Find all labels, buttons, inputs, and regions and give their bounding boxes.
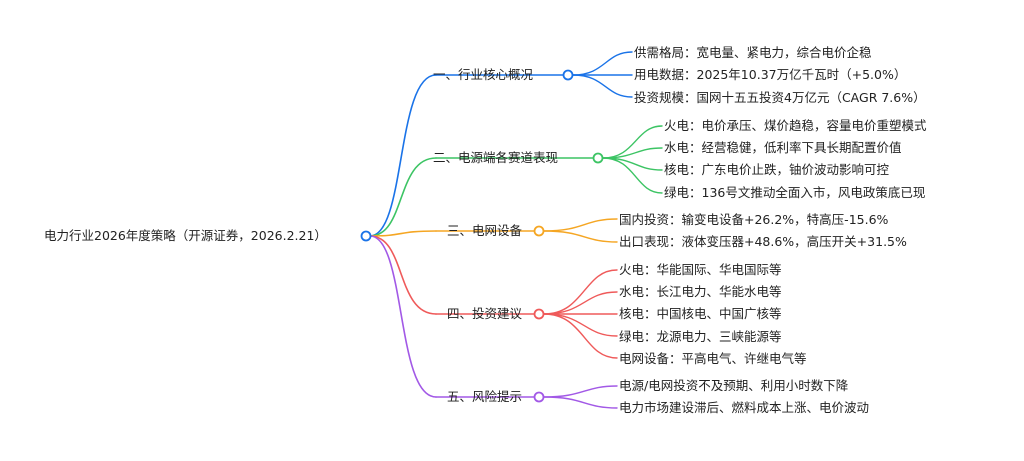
leaf-advice-nuclear[interactable]: 核电：中国核电、中国广核等 [619,306,782,321]
connector-root-advice [369,235,437,315]
connector-advice-leaf-4 [543,313,618,359]
connector-risk-leaf-0 [543,385,618,398]
connector-root-risk [369,235,437,398]
leaf-supply-demand[interactable]: 供需格局：宽电量、紧电力，综合电价企稳 [634,45,872,60]
leaf-advice-thermal[interactable]: 火电：华能国际、华电国际等 [619,262,782,277]
leaf-green[interactable]: 绿电：136号文推动全面入市，风电政策底已现 [664,185,926,200]
leaf-advice-green[interactable]: 绿电：龙源电力、三峡能源等 [619,329,782,344]
collapse-toggle-root[interactable] [360,230,372,242]
leaf-risk-market[interactable]: 电力市场建设滞后、燃料成本上涨、电价波动 [619,400,870,415]
connector-sources-leaf-3 [602,157,663,194]
connector-overview-leaf-2 [572,74,633,98]
leaf-advice-hydro[interactable]: 水电：长江电力、华能水电等 [619,284,782,299]
leaf-hydro[interactable]: 水电：经营稳健，低利率下具长期配置价值 [664,140,902,155]
connector-advice-leaf-0 [543,269,618,315]
connector-risk-leaf-1 [543,396,618,409]
branch-investment-advice[interactable]: 四、投资建议 [447,306,523,321]
connector-sources-leaf-2 [602,157,663,171]
root-topic[interactable]: 电力行业2026年度策略（开源证券，2026.2.21） [44,228,327,243]
leaf-nuclear[interactable]: 核电：广东电价止跌，铀价波动影响可控 [664,162,890,177]
branch-risk[interactable]: 五、风险提示 [447,389,523,404]
branch-power-sources[interactable]: 二、电源端各赛道表现 [433,150,559,165]
branch-grid-equipment[interactable]: 三、电网设备 [447,223,523,238]
branch-overview[interactable]: 一、行业核心概况 [433,67,534,82]
leaf-risk-investment[interactable]: 电源/电网投资不及预期、利用小时数下降 [619,378,849,393]
collapse-toggle-advice[interactable] [533,308,545,320]
connector-root-grid [369,230,437,237]
connector-grid-leaf-1 [543,230,618,243]
collapse-toggle-sources[interactable] [592,152,604,164]
connector-root-overview [369,74,437,237]
collapse-toggle-overview[interactable] [562,69,574,81]
leaf-thermal[interactable]: 火电：电价承压、煤价趋稳，容量电价重塑模式 [664,118,927,133]
leaf-advice-grid[interactable]: 电网设备：平高电气、许继电气等 [619,351,807,366]
connector-overview-leaf-0 [572,51,633,76]
leaf-export[interactable]: 出口表现：液体变压器+48.6%，高压开关+31.5% [619,234,907,249]
leaf-power-usage[interactable]: 用电数据：2025年10.37万亿千瓦时（+5.0%） [634,67,907,82]
leaf-domestic-investment[interactable]: 国内投资：输变电设备+26.2%，特高压-15.6% [619,212,889,227]
leaf-investment-scale[interactable]: 投资规模：国网十五五投资4万亿元（CAGR 7.6%） [634,90,926,105]
collapse-toggle-risk[interactable] [533,391,545,403]
connector-grid-leaf-0 [543,218,618,232]
collapse-toggle-grid[interactable] [533,225,545,237]
connector-root-sources [369,157,437,237]
